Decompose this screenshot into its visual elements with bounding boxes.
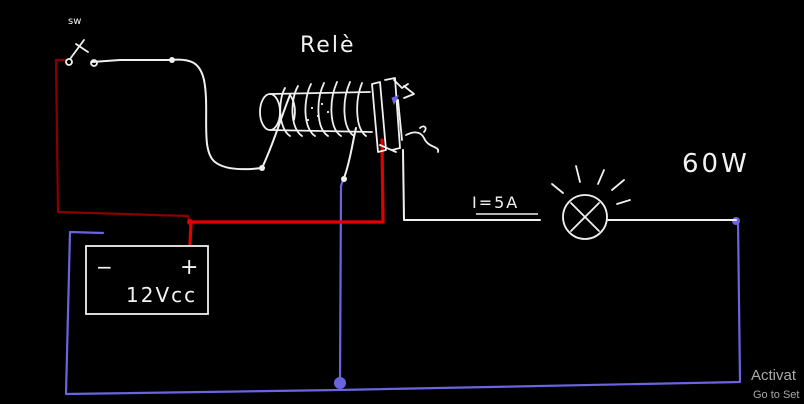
battery-minus-label: − [96,255,113,279]
ground-junction [334,377,346,389]
battery-box [85,245,209,315]
battery-plus-label: + [180,255,198,280]
positive-wire [54,58,385,246]
wire-dot-coil-end [341,176,347,182]
current-label: I=5A [472,193,519,212]
negative-wire [64,178,742,396]
positive-junction [187,219,193,225]
relay-contacts [371,77,440,153]
lamp-power-label: 60W [682,149,750,179]
activation-watermark-title: Activat [751,367,797,384]
armature-pointer [391,95,399,106]
relay-label: Relè [300,33,355,58]
wire-dot-coil [259,165,265,171]
wire-dot-switch [169,57,175,63]
lamp-symbol [551,165,631,240]
switch-label: sw [68,16,81,27]
battery-voltage-label: 12Vcc [126,283,197,307]
activation-watermark-subtitle: Go to Set [753,389,800,401]
relay-coil [259,81,373,137]
coil-core-dots [306,102,330,122]
switch-symbol [65,39,98,67]
